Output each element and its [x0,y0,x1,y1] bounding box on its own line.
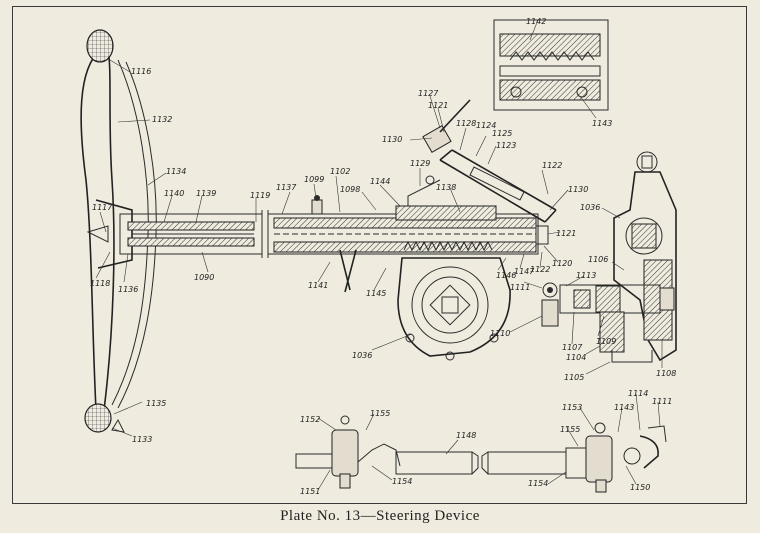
part-label: 1146 [496,271,516,280]
part-label: 1119 [250,191,270,200]
part-label: 1036 [352,351,372,360]
part-label: 1120 [552,259,572,268]
part-label: 1132 [152,115,172,124]
part-label: 1113 [576,271,596,280]
part-label: 1150 [630,483,650,492]
inset-detail [493,19,609,111]
part-label: 1151 [300,487,320,496]
part-label: 1098 [340,185,360,194]
part-label: 1144 [370,177,390,186]
part-label: 1136 [118,285,138,294]
part-label: 1116 [131,67,151,76]
part-label: 1122 [530,265,550,274]
part-label: 1141 [308,281,328,290]
part-label: 1153 [562,403,582,412]
steering-wheel [80,29,157,433]
part-label: 1104 [566,353,586,362]
leader-lines [95,19,663,491]
part-label: 1111 [652,397,672,406]
part-label: 1125 [492,129,512,138]
part-label: 1130 [568,185,588,194]
part-label: 1124 [476,121,496,130]
part-label: 1129 [410,159,430,168]
part-label: 1118 [90,279,110,288]
part-label: 1111 [510,283,530,292]
part-label: 1130 [382,135,402,144]
part-label: 1135 [146,399,166,408]
part-label: 1106 [588,255,608,264]
part-label: 1154 [392,477,412,486]
drag-link-assembly [295,415,667,493]
part-label: 1155 [370,409,390,418]
part-label: 1137 [276,183,297,192]
plate-caption: Plate No. 13—Steering Device [280,508,480,524]
part-label: 1107 [562,343,583,352]
part-label: 1143 [592,119,612,128]
part-label: 1138 [436,183,456,192]
part-label: 1123 [496,141,516,150]
part-label: 1152 [300,415,320,424]
part-label: 1110 [490,329,510,338]
part-label: 1102 [330,167,350,176]
pitman-arm-assembly [541,151,677,363]
plate-border [12,6,747,504]
part-label: 1108 [656,369,676,378]
part-label: 1127 [418,89,439,98]
part-label: 1142 [526,17,546,26]
throttle-lever-assembly [407,99,557,223]
part-label: 1090 [194,273,214,282]
part-label: 1139 [196,189,216,198]
wheel-grip-top [86,29,114,63]
part-label: 1128 [456,119,476,128]
part-label: 1134 [166,167,186,176]
part-label: 1155 [560,425,580,434]
part-label: 1143 [614,403,634,412]
worm-gear-housing [395,205,511,361]
part-labels: 1116 1132 1134 1117 1140 1139 1119 1137 … [90,17,676,496]
part-label: 1148 [456,431,476,440]
part-label: 1036 [580,203,600,212]
part-label: 1105 [564,373,584,382]
part-label: 1133 [132,435,152,444]
part-label: 1099 [304,175,324,184]
part-label: 1109 [596,337,616,346]
part-label: 1121 [428,101,448,110]
part-label: 1121 [556,229,576,238]
wheel-grip-bottom [84,403,112,433]
part-label: 1147 [514,267,535,276]
part-label: 1154 [528,479,548,488]
part-label: 1122 [542,161,562,170]
part-label: 1114 [628,389,648,398]
part-label: 1145 [366,289,386,298]
part-label: 1117 [92,203,113,212]
part-label: 1140 [164,189,184,198]
